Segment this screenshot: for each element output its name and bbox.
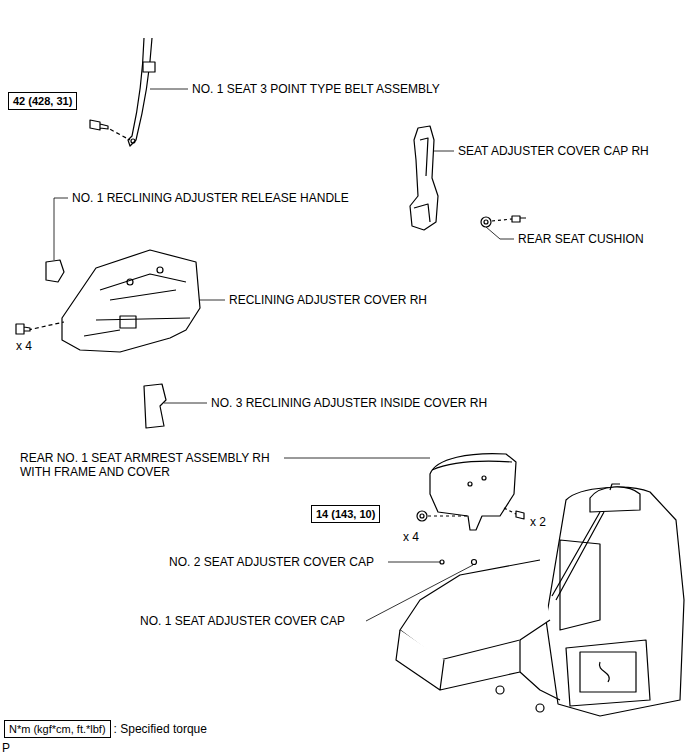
- release-handle: [46, 260, 64, 282]
- armrest-hole: [468, 482, 472, 486]
- quantity-label: x 4: [403, 530, 419, 544]
- torque-unit-box: N*m (kgf*cm, ft.*lbf): [4, 720, 111, 738]
- seat-back: [546, 487, 684, 716]
- bolt: [16, 324, 30, 334]
- leader-line: [388, 562, 440, 563]
- screw-path: [492, 219, 512, 221]
- bolt: [516, 511, 524, 519]
- adjuster-cover: [62, 250, 200, 352]
- bolt-path: [504, 508, 516, 514]
- armrest-detail: [432, 461, 512, 470]
- cover-cap-detail: [414, 138, 430, 222]
- leader-line: [150, 89, 188, 90]
- leader-line: [434, 151, 454, 152]
- leader-line: [54, 198, 68, 260]
- nut-hole: [420, 514, 424, 518]
- nut-path: [428, 515, 468, 516]
- clip-center: [484, 220, 488, 224]
- torque-box: 42 (428, 31): [8, 92, 77, 110]
- belt-anchor: [143, 62, 155, 72]
- caster: [536, 704, 544, 712]
- part-name: SEAT ADJUSTER COVER CAP RH: [458, 144, 649, 158]
- side-panel: [560, 540, 600, 630]
- seat-cushion: [400, 560, 550, 660]
- part-name: NO. 3 RECLINING ADJUSTER INSIDE COVER RH: [211, 396, 487, 410]
- part-name: REAR SEAT CUSHION: [518, 232, 644, 246]
- caster: [496, 686, 504, 694]
- headrest: [590, 487, 640, 512]
- note-label: : Specified torque: [114, 722, 207, 736]
- cover-detail: [120, 316, 136, 328]
- cover-detail: [84, 274, 190, 336]
- leader-line: [486, 227, 514, 239]
- part-name: NO. 3 RECLINING ADJUSTER INSIDE COVER RH: [211, 396, 487, 410]
- bolt-path: [28, 322, 64, 330]
- part-name: NO. 1 RECLINING ADJUSTER RELEASE HANDLE: [72, 191, 349, 205]
- part-name: RECLINING ADJUSTER COVER RH: [229, 293, 427, 307]
- part-name: NO. 1 SEAT ADJUSTER COVER CAP: [140, 614, 345, 628]
- display: [580, 652, 636, 692]
- leader-line: [366, 565, 473, 621]
- part-name: NO. 2 SEAT ADJUSTER COVER CAP: [169, 555, 374, 569]
- cover-clip: [157, 267, 163, 273]
- note-label: : Specified torque: [114, 722, 207, 736]
- part-name: REAR NO. 1 SEAT ARMREST ASSEMBLY RH WITH…: [20, 451, 270, 479]
- part-name: NO. 1 SEAT 3 POINT TYPE BELT ASSEMBLY: [192, 82, 440, 96]
- part-name: SEAT ADJUSTER COVER CAP RH: [458, 144, 649, 158]
- screw: [512, 216, 526, 222]
- ottoman: [396, 630, 520, 690]
- leader-line: [199, 300, 225, 301]
- armrest-hole: [482, 476, 486, 480]
- quantity-label: x 4: [16, 339, 32, 353]
- part-name: REAR NO. 1 SEAT ARMREST ASSEMBLY RH WITH…: [20, 451, 282, 479]
- quantity-label: x 4: [16, 339, 32, 353]
- belt-hole: [131, 139, 135, 143]
- cover-cap: [410, 126, 438, 230]
- part-name: NO. 2 SEAT ADJUSTER COVER CAP: [169, 555, 374, 569]
- part-name: NO. 1 SEAT ADJUSTER COVER CAP: [140, 614, 345, 628]
- page-mark: P: [2, 741, 10, 755]
- torque-value: 42 (428, 31): [13, 95, 72, 107]
- belt-guide: [610, 484, 620, 490]
- leader-line: [284, 458, 430, 459]
- bolt: [90, 120, 108, 130]
- rear-panel: [566, 640, 650, 706]
- page-mark: P: [2, 741, 10, 755]
- seat-belt: [128, 38, 152, 146]
- part-name: NO. 1 SEAT 3 POINT TYPE BELT ASSEMBLY: [192, 82, 440, 96]
- torque-box: 14 (143, 10): [311, 505, 380, 523]
- leader-line: [164, 403, 207, 404]
- quantity-label: x 4: [403, 530, 419, 544]
- cover-cap-small: [472, 560, 477, 565]
- part-name: RECLINING ADJUSTER COVER RH: [229, 293, 427, 307]
- clip: [481, 217, 491, 227]
- part-name: REAR SEAT CUSHION: [518, 232, 644, 246]
- cover-cap-small: [440, 560, 444, 564]
- cover-clip: [127, 279, 133, 285]
- display-detail: [599, 662, 609, 682]
- armrest: [430, 454, 516, 530]
- seat-base: [520, 672, 560, 700]
- quantity-label: x 2: [530, 515, 546, 529]
- torque-value: N*m (kgf*cm, ft.*lbf): [9, 723, 106, 735]
- quantity-label: x 2: [530, 515, 546, 529]
- inside-cover: [144, 384, 166, 428]
- part-name: NO. 1 RECLINING ADJUSTER RELEASE HANDLE: [72, 191, 349, 205]
- nut: [417, 511, 427, 521]
- torque-value: 14 (143, 10): [316, 508, 375, 520]
